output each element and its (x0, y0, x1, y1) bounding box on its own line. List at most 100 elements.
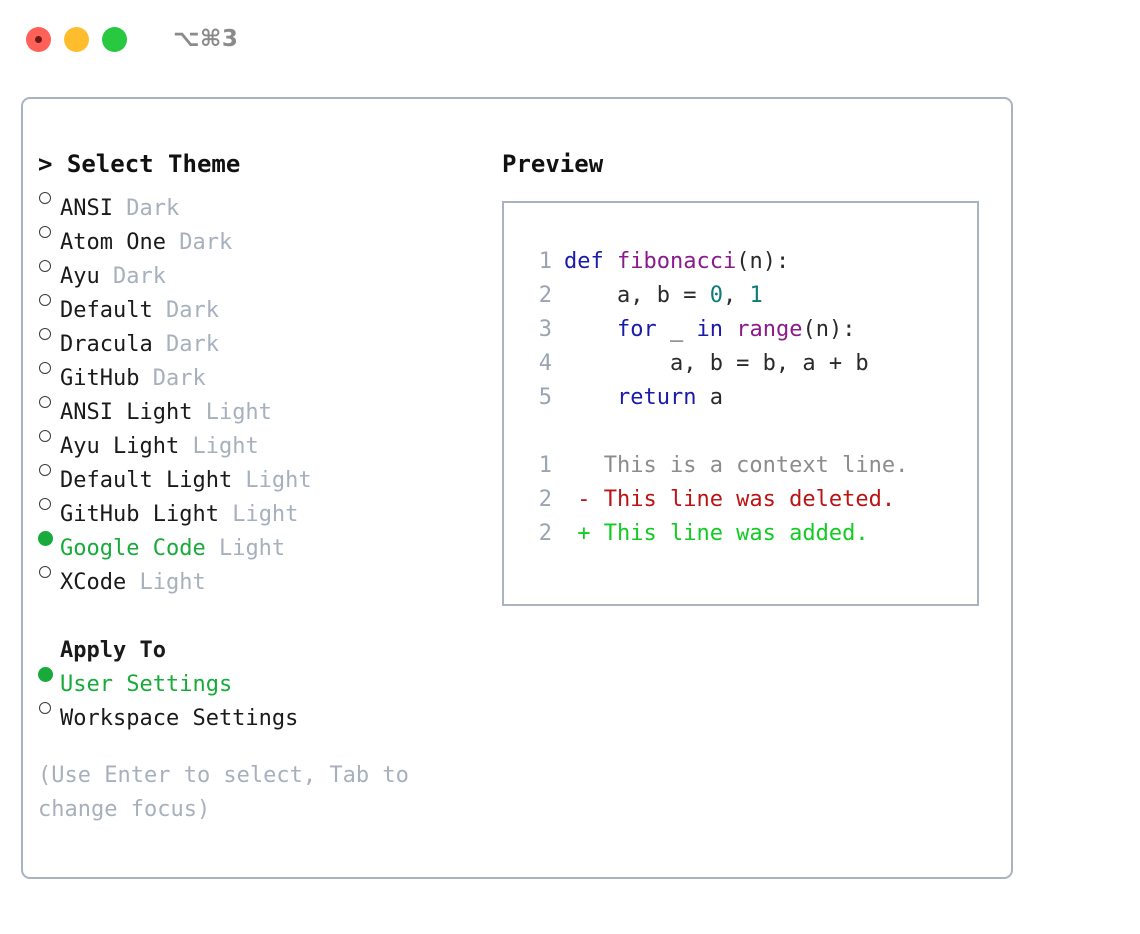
theme-option-marker (38, 351, 60, 385)
theme-option-name: ANSI (60, 196, 113, 221)
diff-line: 2 + This line was added. (522, 517, 971, 551)
theme-option-marker (38, 215, 60, 249)
theme-option-default[interactable]: Default Dark (38, 283, 478, 323)
theme-option-name: Dracula (60, 332, 153, 357)
radio-unselected-icon (39, 362, 51, 374)
theme-option-google-code[interactable]: Google Code Light (38, 521, 478, 561)
apply-to-option-user-settings[interactable]: User Settings (38, 657, 478, 697)
theme-option-marker (38, 283, 60, 317)
token-plain: _ (656, 317, 697, 342)
apply-to-option-workspace-settings[interactable]: Workspace Settings (38, 691, 478, 731)
radio-unselected-icon (39, 192, 51, 204)
theme-option-ansi-light[interactable]: ANSI Light Light (38, 385, 478, 425)
theme-option-name: Ayu Light (60, 434, 180, 459)
apply-to-heading-marker-slot (38, 623, 60, 657)
line-number: 2 (538, 487, 552, 512)
theme-option-category: Dark (165, 230, 233, 255)
traffic-light-group (26, 26, 127, 52)
token-plain (723, 317, 736, 342)
theme-option-dracula[interactable]: Dracula Dark (38, 317, 478, 357)
close-button[interactable] (26, 26, 51, 52)
theme-option-category: Light (218, 502, 299, 527)
theme-option-marker (38, 317, 60, 351)
apply-to-option-name: Workspace Settings (60, 706, 299, 731)
theme-option-ayu-light[interactable]: Ayu Light Light (38, 419, 478, 459)
line-number: 2 (538, 283, 552, 308)
diff-line: 1 This is a context line. (522, 449, 971, 483)
line-content: for _ in range(n): (564, 313, 855, 347)
theme-option-marker (38, 419, 60, 453)
theme-option-marker (38, 487, 60, 521)
token-plain (604, 249, 617, 274)
window-titlebar: ⌥⌘3 (0, 0, 1140, 78)
theme-option-ansi[interactable]: ANSI Dark (38, 181, 478, 221)
theme-option-atom-one[interactable]: Atom One Dark (38, 215, 478, 255)
apply-to-heading: Apply To (38, 623, 478, 663)
token-plain: (n): (802, 317, 856, 342)
radio-unselected-icon (39, 226, 51, 238)
line-number: 1 (538, 453, 552, 478)
line-number: 4 (538, 351, 552, 376)
theme-option-default-light[interactable]: Default Light Light (38, 453, 478, 493)
token-num: 1 (749, 283, 763, 308)
radio-unselected-icon (39, 328, 51, 340)
theme-option-name: ANSI Light (60, 400, 193, 425)
token-kw: in (696, 317, 723, 342)
theme-option-marker (38, 181, 60, 215)
preview-heading: Preview (502, 150, 604, 178)
theme-option-category: Light (192, 400, 272, 425)
theme-option-ayu[interactable]: Ayu Dark (38, 249, 478, 289)
radio-unselected-icon (39, 396, 51, 408)
code-line: 1 def fibonacci(n): (522, 245, 971, 279)
token-fn: fibonacci (617, 249, 737, 274)
token-plain (564, 385, 617, 410)
theme-option-marker (38, 555, 60, 589)
theme-option-github-light[interactable]: GitHub Light Light (38, 487, 478, 527)
theme-option-category: Light (205, 536, 286, 561)
theme-option-name: Default Light (60, 468, 233, 493)
token-kw: return (616, 385, 697, 410)
code-line: 3 for _ in range(n): (522, 313, 971, 347)
maximize-button[interactable] (102, 26, 127, 52)
theme-option-name: Atom One (60, 230, 166, 255)
token-plain: a, b = b, a + b (564, 351, 869, 376)
radio-unselected-icon (39, 430, 51, 442)
token-ctx: This is a context line. (564, 453, 909, 478)
code-line: 2 a, b = 0, 1 (522, 279, 971, 313)
theme-option-name: GitHub Light (60, 502, 219, 527)
line-number: 2 (538, 521, 552, 546)
code-line: 5 return a (522, 381, 971, 415)
theme-option-marker (38, 385, 60, 419)
theme-option-xcode[interactable]: XCode Light (38, 555, 478, 595)
apply-to-option-name: User Settings (60, 672, 233, 697)
diff-line: 2 - This line was deleted. (522, 483, 971, 517)
theme-option-category: Light (179, 434, 259, 459)
token-kw: def (564, 249, 604, 274)
theme-option-category: Dark (152, 298, 219, 323)
code-diff-separator (522, 415, 971, 449)
line-number: 3 (538, 317, 552, 342)
token-add: + This line was added. (564, 521, 869, 546)
select-theme-heading: > Select Theme (38, 150, 241, 178)
minimize-button[interactable] (64, 26, 89, 52)
token-plain: (n): (736, 249, 790, 274)
line-content: def fibonacci(n): (564, 245, 789, 279)
token-plain: a, b = (564, 283, 710, 308)
radio-unselected-icon (39, 566, 51, 578)
radio-unselected-icon (39, 498, 51, 510)
line-number: 1 (538, 249, 552, 274)
theme-option-category: Light (232, 468, 312, 493)
theme-option-github[interactable]: GitHub Dark (38, 351, 478, 391)
token-fn: range (736, 317, 803, 342)
theme-option-category: Dark (112, 196, 180, 221)
token-plain: , (722, 283, 750, 308)
theme-option-marker (38, 249, 60, 283)
apply-to-option-marker (38, 657, 60, 691)
keyboard-hint-text: (Use Enter to select, Tab to change focu… (38, 763, 409, 822)
theme-option-name: XCode (60, 570, 127, 595)
